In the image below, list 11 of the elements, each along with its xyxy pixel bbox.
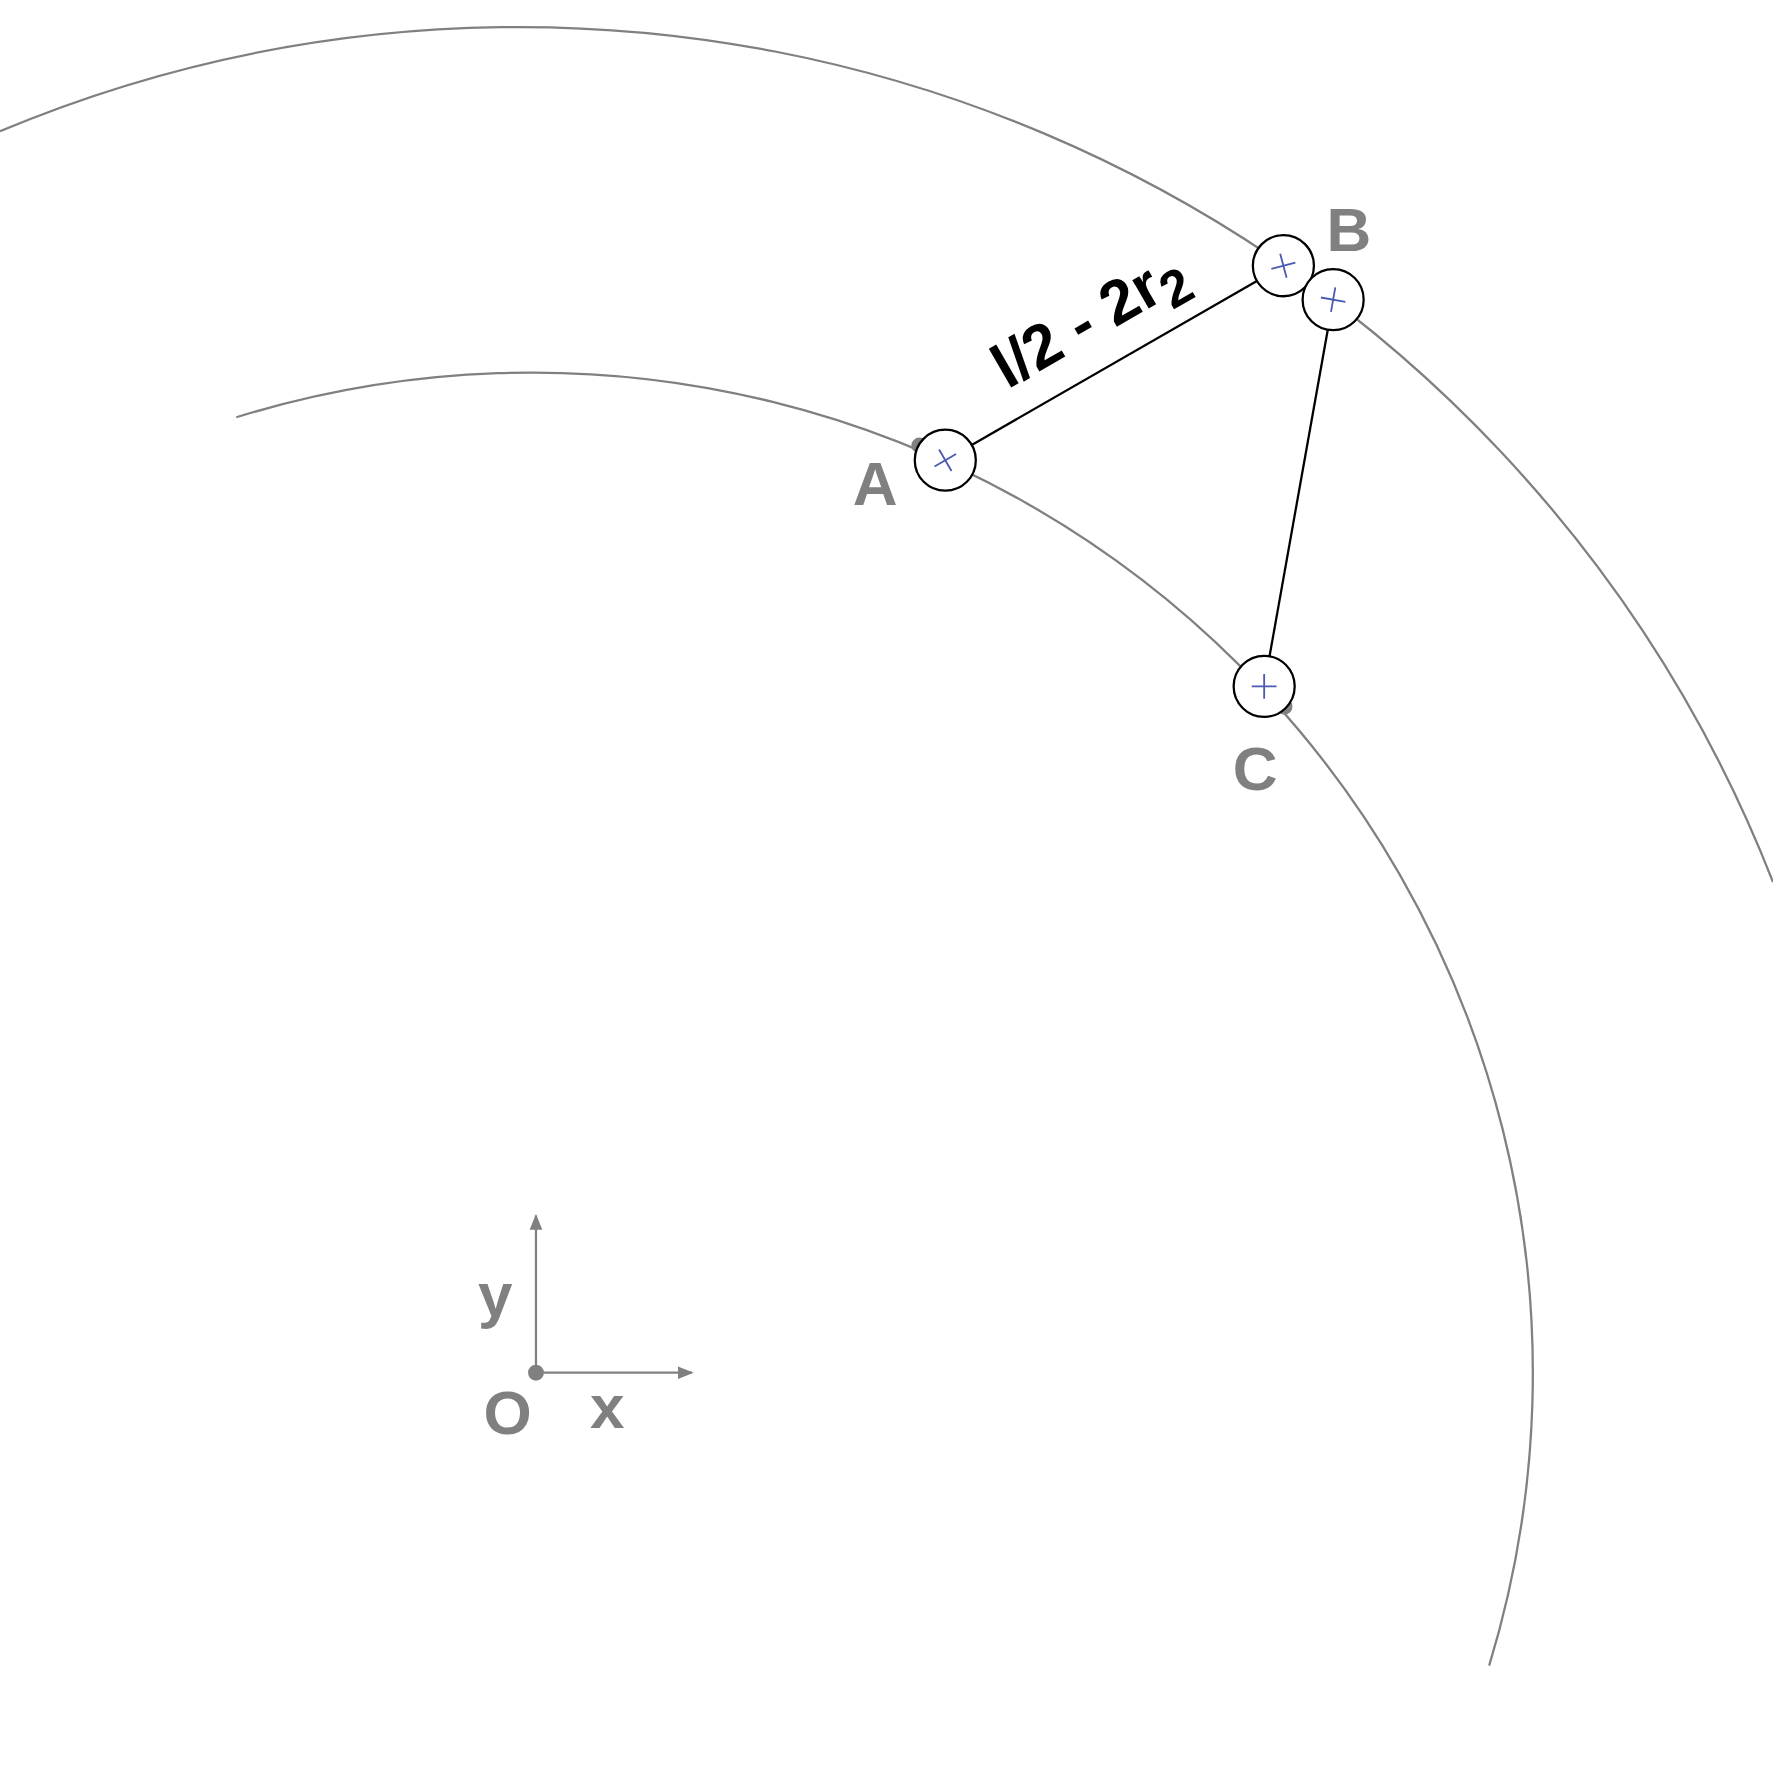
- line-segment: [971, 279, 1258, 446]
- circle-marker: [1251, 234, 1316, 298]
- point-label: A: [852, 452, 898, 515]
- point-label: C: [1232, 737, 1278, 800]
- axis-label: x: [589, 1375, 625, 1438]
- line-segment: [1268, 329, 1329, 657]
- point-label: B: [1326, 198, 1372, 261]
- circle-marker: [1232, 654, 1296, 718]
- circle-marker: [1301, 268, 1365, 332]
- circle-marker: [913, 428, 977, 492]
- axis-label: O: [483, 1382, 532, 1445]
